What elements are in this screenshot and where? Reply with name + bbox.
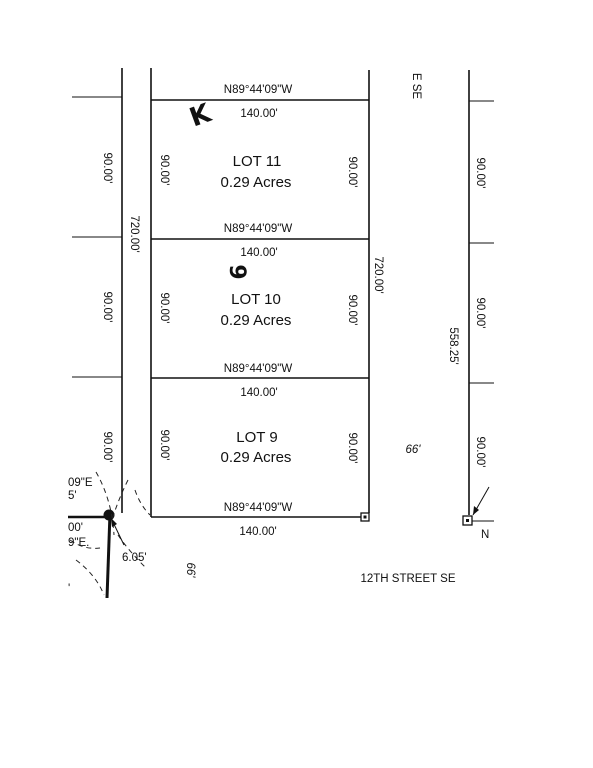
far-right-depth-3: 90.00' [474,437,486,468]
corner-offset: 6.05' [122,552,147,564]
handwritten-mark-9: 9 [224,264,249,279]
street-width-right: 66' [406,444,422,456]
arc-dashed-3 [134,489,151,516]
far-left-depth-1: 90.00' [101,153,113,184]
lot-left-depth-1: 90.00' [158,155,170,186]
lot-left-depth-3: 90.00' [158,430,170,461]
far-left-depth-3: 90.00' [101,432,113,463]
lot-9-area: 0.29 Acres [221,449,292,466]
arc-dashed-5 [117,534,147,569]
bearing-bottom: N89°44'09"W [224,502,293,514]
lot-9-name: LOT 9 [236,429,277,446]
east-line-total-length: 720.00' [372,256,384,293]
corner-fragment-3: 00' [68,522,83,534]
lot-11-name: LOT 11 [233,153,282,170]
lot-right-depth-3: 90.00' [346,433,358,464]
lot-10-name: LOT 10 [231,291,281,308]
corner-fragment-1: 09"E [68,477,93,489]
arc-dashed-1 [95,471,115,536]
arc-dashed-4 [75,559,105,596]
lot-11-area: 0.29 Acres [221,174,292,191]
width-lot10-9: 140.00' [240,387,277,399]
bearing-lot11-10: N89°44'09"W [224,223,293,235]
offset-leader-arrow [111,518,117,527]
corner-monument-dot [363,515,367,519]
bearing-lot10-9: N89°44'09"W [224,363,293,375]
corner-fragment-5: ' [68,583,70,595]
arc-dashed-2 [111,479,129,521]
street-width-bottom: 66' [184,563,196,579]
street-name: 12TH STREET SE [360,573,455,585]
lot-left-depth-2: 90.00' [158,293,170,324]
corner-heavy-line [105,512,112,599]
lot-right-depth-1: 90.00' [346,157,358,188]
corner-pin [103,509,115,521]
bearing-top: N89°44'09"W [224,84,293,96]
arc-dashed-6 [69,539,101,549]
far-right-depth-2: 90.00' [474,298,486,329]
right-parcel-length: 558.25' [447,327,459,364]
corner-fragment-4: 9"E. [68,537,89,549]
lot-right-depth-2: 90.00' [346,295,358,326]
right-corner-dot [466,519,469,522]
right-leader-arrow [473,506,479,515]
far-left-depth-2: 90.00' [101,292,113,323]
right-marker-letter: N [481,529,489,541]
alley-total-length: 720.00' [128,215,140,252]
handwritten-mark-k: K [186,98,216,133]
lot-10-area: 0.29 Acres [221,312,292,329]
width-top: 140.00' [240,108,277,120]
corner-fragment-2: 5' [68,490,77,502]
top-street-fragment: E SE [410,73,422,100]
width-lot11-10: 140.00' [240,247,277,259]
far-right-depth-1: 90.00' [474,158,486,189]
width-bottom: 140.00' [239,526,276,538]
